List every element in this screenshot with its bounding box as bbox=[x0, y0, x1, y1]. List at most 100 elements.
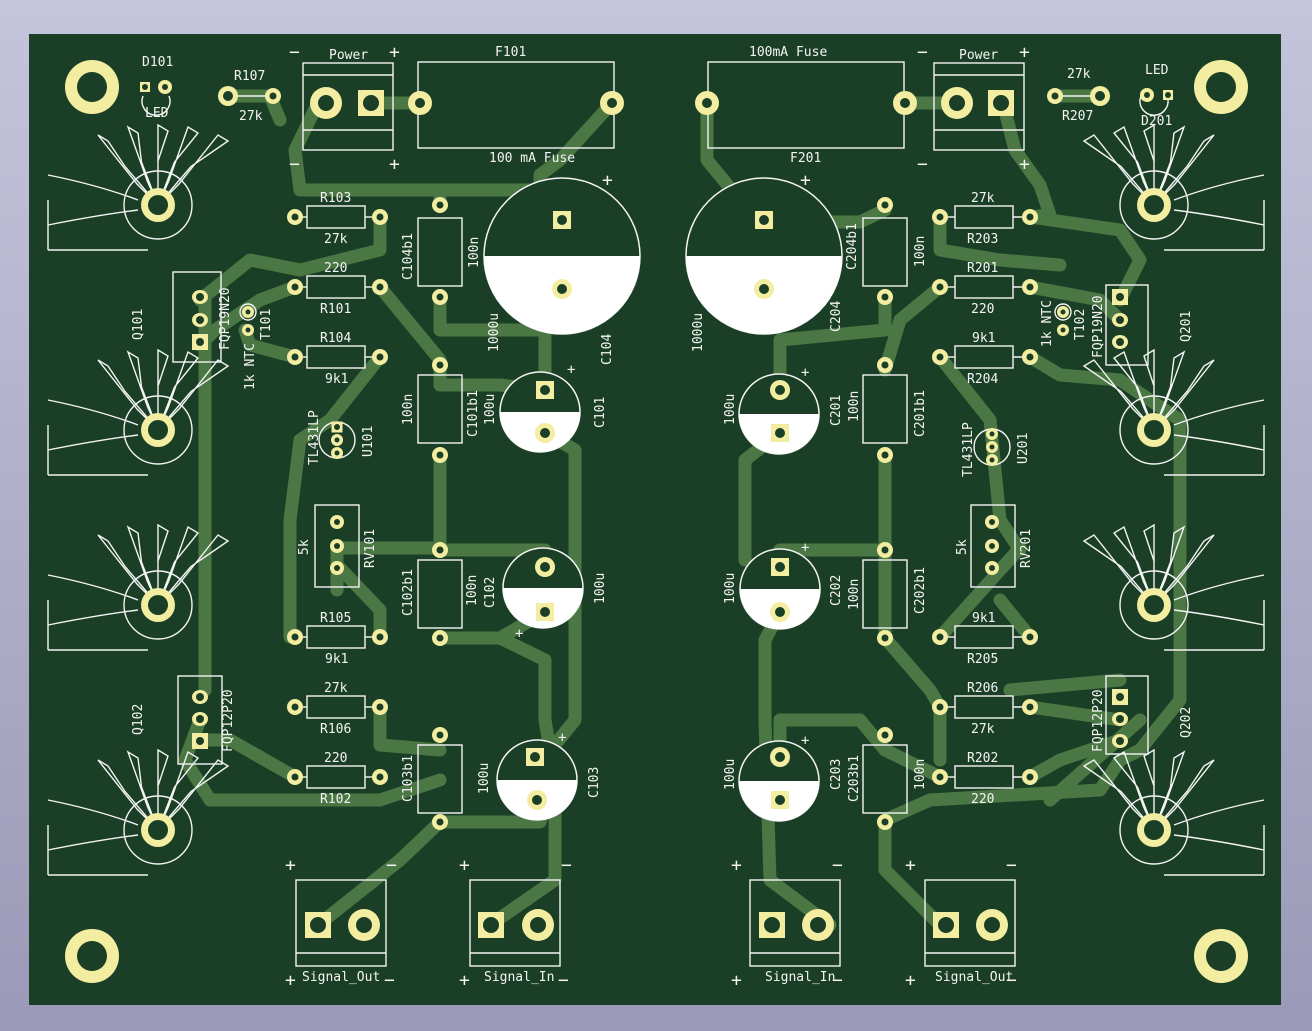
label-U101-type: TL431LP bbox=[307, 410, 322, 465]
label-Q202: Q202 bbox=[1179, 707, 1194, 738]
polarity-plus-C204: + bbox=[800, 170, 811, 191]
signal-in-left-plus-bottom: + bbox=[459, 970, 470, 991]
label-C101b1-value: 100n bbox=[401, 394, 416, 425]
signal-in-right-name: Signal_In bbox=[765, 970, 835, 985]
label-T102: T102 bbox=[1073, 309, 1088, 340]
label-C202: C202 bbox=[829, 575, 844, 606]
label-FQP19N20-right: FQP19N20 bbox=[1091, 295, 1106, 358]
signal-out-right-plus-bottom: + bbox=[905, 970, 916, 991]
label-R204: R204 bbox=[967, 372, 998, 387]
label-R106-value: 27k bbox=[324, 681, 348, 696]
label-RV201: RV201 bbox=[1019, 529, 1034, 568]
signal-out-left-minus: − bbox=[386, 855, 397, 876]
label-R104: R104 bbox=[320, 331, 351, 346]
label-RV101-value: 5k bbox=[297, 539, 312, 555]
label-R202: R202 bbox=[967, 751, 998, 766]
heatsink-outline bbox=[1082, 523, 1265, 651]
label-R103-value: 27k bbox=[324, 232, 348, 247]
label-R105: R105 bbox=[320, 611, 351, 626]
heatsink-outline bbox=[1082, 348, 1265, 476]
signal-in-right-minus-bottom: − bbox=[832, 970, 843, 991]
label-C102-value: 100u bbox=[593, 573, 608, 604]
polarity-plus-C101: + bbox=[567, 362, 575, 378]
label-C202-value: 100u bbox=[723, 573, 738, 604]
label-LED-left: LED bbox=[145, 106, 169, 121]
power-left-minus: − bbox=[289, 42, 300, 63]
power-right-title: Power bbox=[959, 48, 998, 63]
label-R207: R207 bbox=[1062, 109, 1093, 124]
label-C102: C102 bbox=[483, 577, 498, 608]
label-C201: C201 bbox=[829, 395, 844, 426]
label-FQP12P20-left: FQP12P20 bbox=[221, 689, 236, 752]
label-C201b1: C201b1 bbox=[913, 390, 928, 437]
label-R105-value: 9k1 bbox=[325, 652, 348, 667]
signal-out-left-plus-bottom: + bbox=[285, 970, 296, 991]
label-C202b1-value: 100n bbox=[847, 579, 862, 610]
label-R102: R102 bbox=[320, 792, 351, 807]
label-C204-value: 1000u bbox=[691, 313, 706, 352]
signal-out-right-name: Signal_Out bbox=[935, 970, 1013, 985]
heatsink-outline bbox=[47, 348, 230, 476]
label-T101: T101 bbox=[259, 309, 274, 340]
label-U201-type: TL431LP bbox=[961, 422, 976, 477]
label-C104b1-value: 100n bbox=[467, 237, 482, 268]
label-C104-value: 1000u bbox=[487, 313, 502, 352]
label-R202-value: 220 bbox=[971, 792, 994, 807]
label-R205-value: 9k1 bbox=[972, 611, 995, 626]
pcb-board bbox=[29, 34, 1281, 1005]
label-R104-value: 9k1 bbox=[325, 372, 348, 387]
polarity-plus-C203: + bbox=[801, 733, 809, 749]
label-R107: R107 bbox=[234, 69, 265, 84]
label-F101: F101 bbox=[495, 45, 526, 60]
pads bbox=[65, 60, 1248, 983]
label-U101: U101 bbox=[361, 426, 376, 457]
label-C101b1: C101b1 bbox=[466, 390, 481, 437]
label-NTC-right: 1k NTC bbox=[1040, 300, 1055, 347]
label-C201b1-value: 100n bbox=[847, 391, 862, 422]
polarity-plus-C102: + bbox=[515, 626, 523, 642]
label-R207-value: 27k bbox=[1067, 67, 1091, 82]
polarity-plus-C201: + bbox=[801, 365, 809, 381]
label-Q101: Q101 bbox=[131, 309, 146, 340]
signal-in-right-plus: + bbox=[731, 855, 742, 876]
heatsinks bbox=[47, 123, 1265, 876]
label-F201-value: 100mA Fuse bbox=[749, 45, 827, 60]
power-left-plus-bottom: + bbox=[389, 154, 400, 175]
signal-out-right-minus-bottom: − bbox=[1006, 970, 1017, 991]
signal-in-left-minus: − bbox=[561, 855, 572, 876]
power-right-plus-top: + bbox=[1019, 42, 1030, 63]
heatsink-outline bbox=[1082, 123, 1265, 251]
label-C103: C103 bbox=[587, 767, 602, 798]
label-R205: R205 bbox=[967, 652, 998, 667]
heatsink-outline bbox=[47, 123, 230, 251]
label-R206: R206 bbox=[967, 681, 998, 696]
signal-out-right-minus: − bbox=[1006, 855, 1017, 876]
signal-in-right-plus-bottom: + bbox=[731, 970, 742, 991]
label-FQP19N20-left: FQP19N20 bbox=[218, 287, 233, 350]
polarity-plus-C104: + bbox=[602, 170, 613, 191]
label-F201: F201 bbox=[790, 151, 821, 166]
label-R106: R106 bbox=[320, 722, 351, 737]
label-C203b1-value: 100n bbox=[913, 759, 928, 790]
label-Q201: Q201 bbox=[1179, 311, 1194, 342]
label-C101: C101 bbox=[593, 397, 608, 428]
heatsink-outline bbox=[47, 523, 230, 651]
label-C201-value: 100u bbox=[723, 394, 738, 425]
power-left-title: Power bbox=[329, 48, 368, 63]
label-C103-value: 100u bbox=[477, 763, 492, 794]
power-right-minus: − bbox=[917, 42, 928, 63]
label-FQP12P20-right: FQP12P20 bbox=[1091, 689, 1106, 752]
power-left-minus-bottom: − bbox=[289, 154, 300, 175]
label-R101: R101 bbox=[320, 302, 351, 317]
label-R203-value: 27k bbox=[971, 191, 995, 206]
label-C203: C203 bbox=[829, 759, 844, 790]
label-C204b1: C204b1 bbox=[845, 223, 860, 270]
label-C101-value: 100u bbox=[483, 394, 498, 425]
label-C204b1-value: 100n bbox=[913, 236, 928, 267]
power-right-plus-bottom: + bbox=[1019, 154, 1030, 175]
label-C102b1: C102b1 bbox=[401, 569, 416, 616]
signal-out-left-name: Signal_Out bbox=[302, 970, 380, 985]
label-Q102: Q102 bbox=[131, 704, 146, 735]
label-C203b1: C203b1 bbox=[847, 755, 862, 802]
